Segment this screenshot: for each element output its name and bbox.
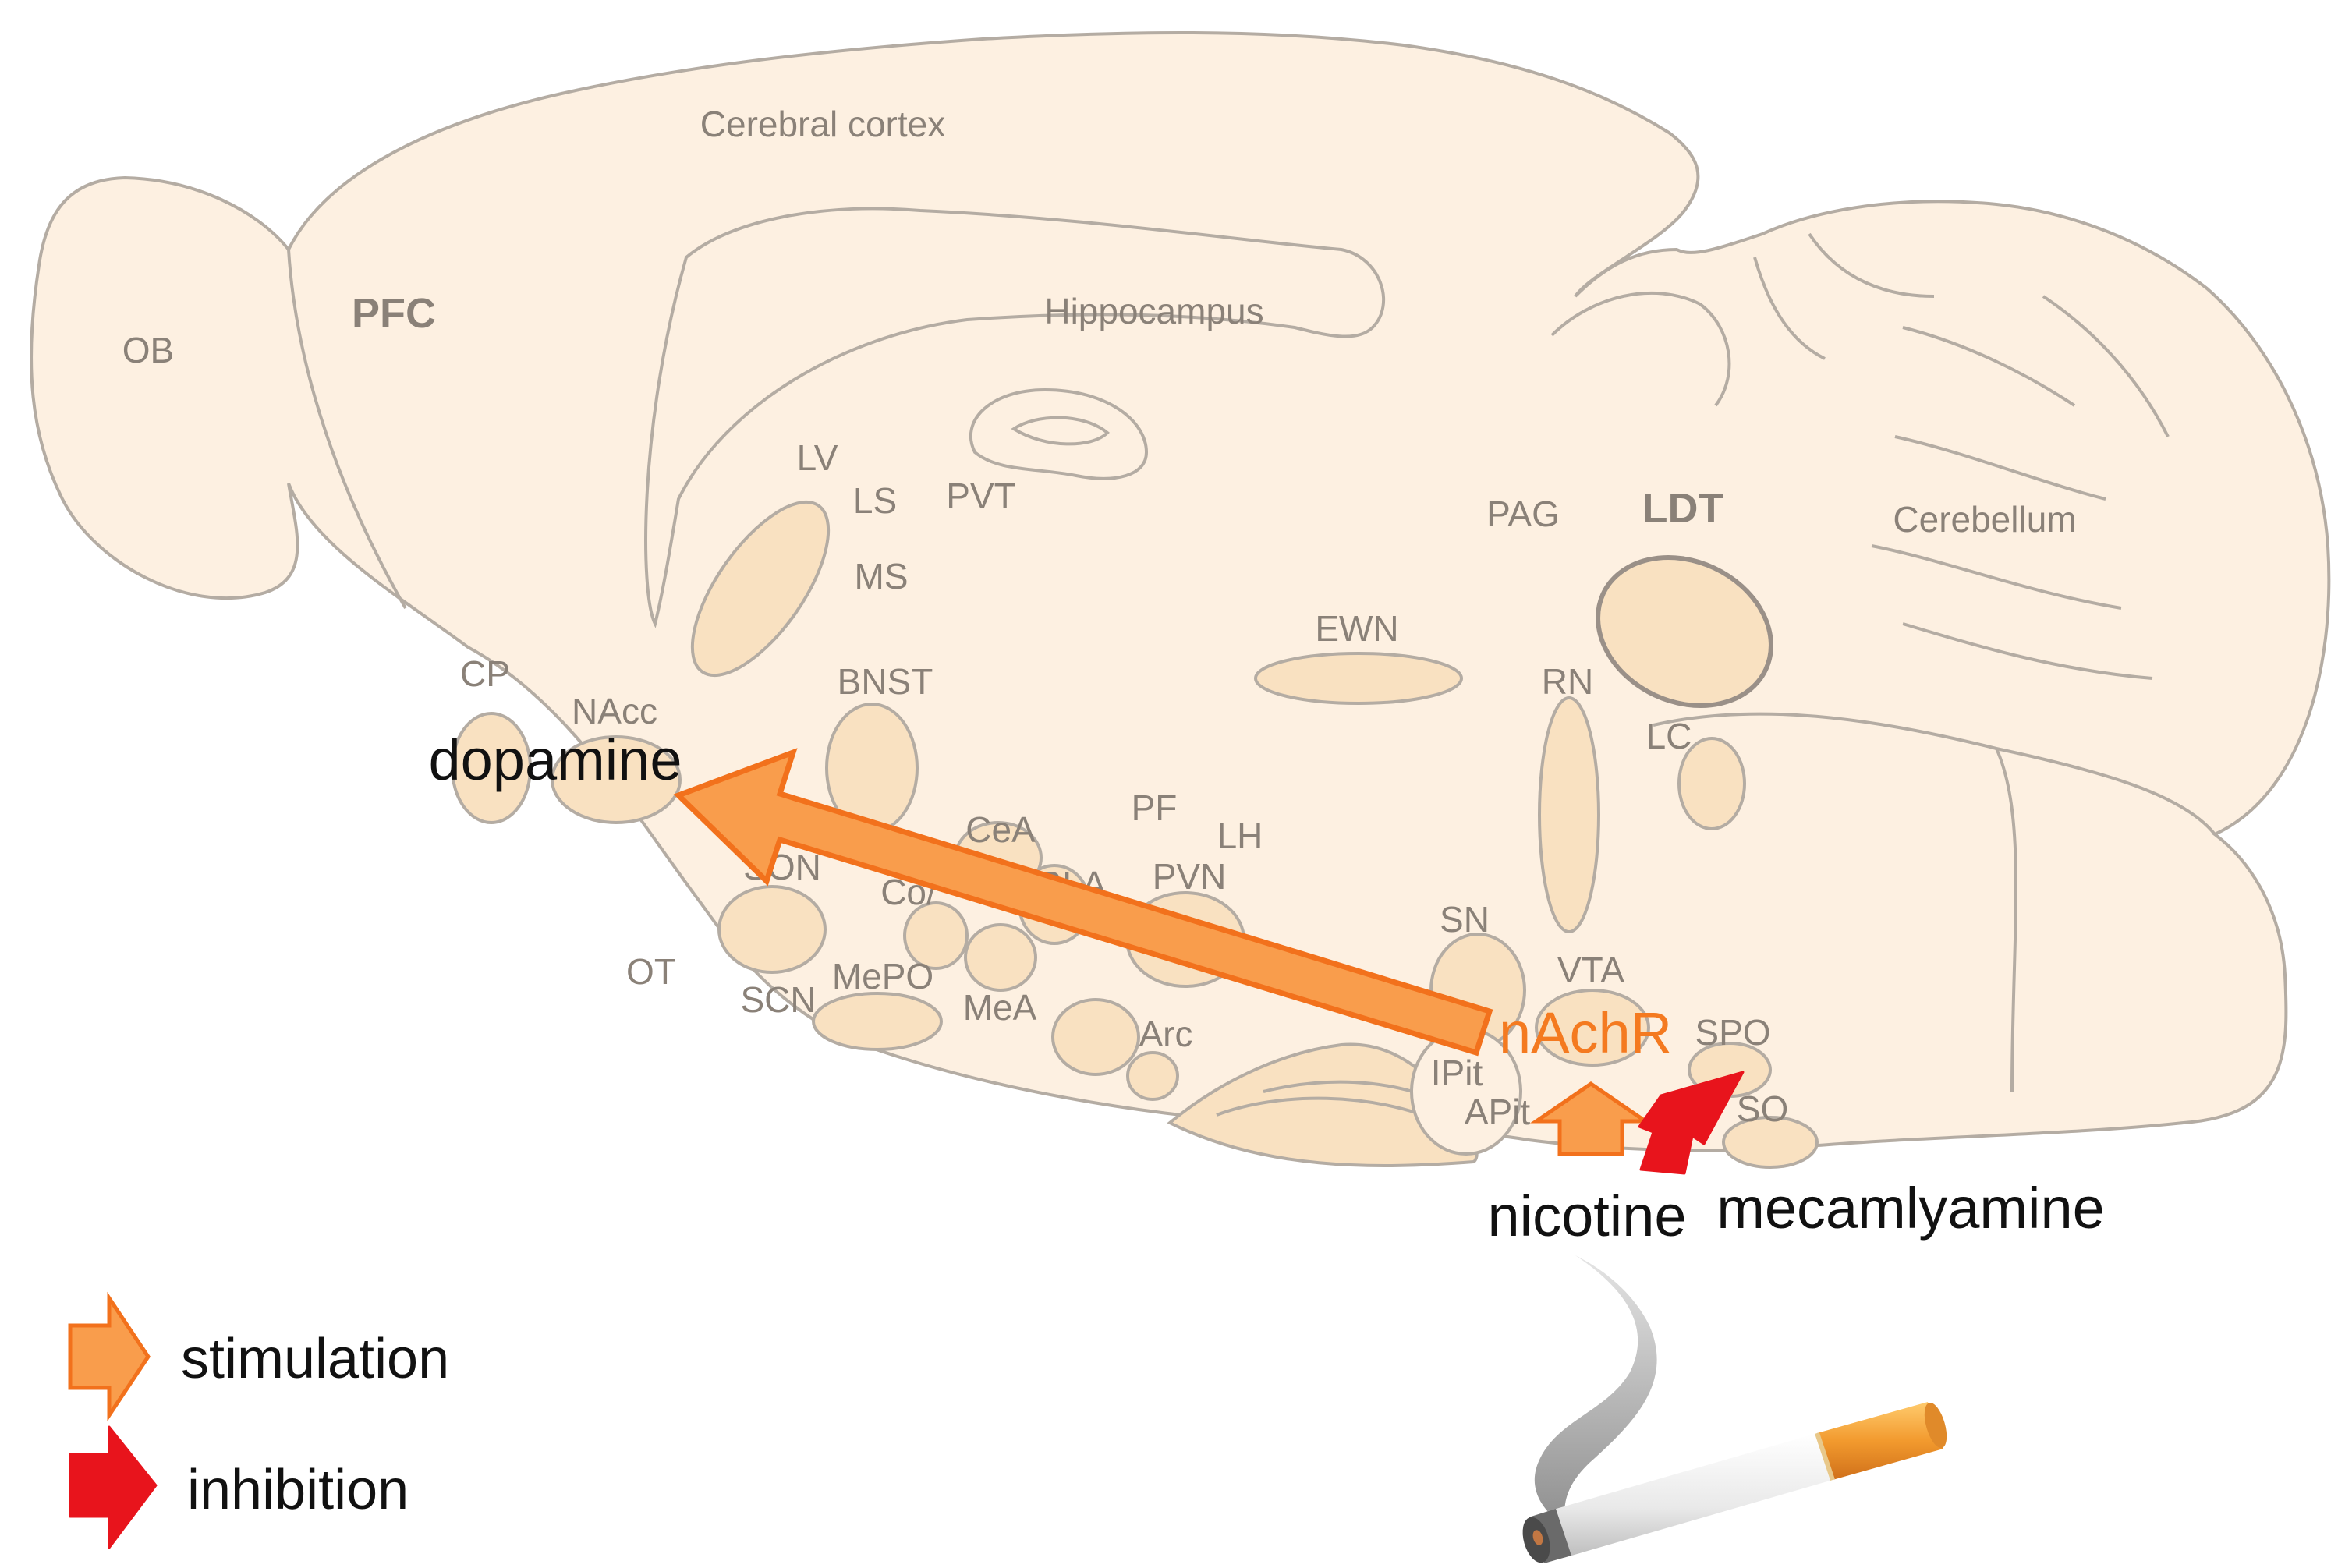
label-ls: LS [853,480,897,521]
label-pvn: PVN [1153,856,1227,897]
label-ot: OT [626,951,676,992]
label-arc: Arc [1139,1014,1193,1054]
nucleus-arc-b [1126,1051,1179,1101]
nucleus-co [903,901,969,970]
label-sn: SN [1440,899,1490,940]
label-pvt: PVT [946,476,1015,516]
brain-outlines [287,207,2216,1092]
legend-stimulation-label: stimulation [181,1328,449,1390]
label-scn: SCN [740,979,816,1020]
legend-stimulation-icon [68,1291,151,1422]
legend-inhibition-label: inhibition [187,1459,409,1521]
cigarette-icon [1522,1402,1947,1563]
mecamlyamine-label: mecamlyamine [1716,1176,2105,1241]
label-lv: LV [797,437,838,478]
label-so: SO [1737,1088,1788,1129]
label-mepo: MePO [832,956,933,996]
label-pfc: PFC [352,290,436,337]
label-vta: VTA [1557,950,1624,990]
label-nacc: NAcc [572,691,657,731]
label-lh: LH [1217,816,1263,856]
mecamlyamine-inhibition-arrow [1638,1071,1745,1175]
nucleus-son [717,885,827,974]
label-ob: OB [122,330,174,370]
nucleus-arc-a [1051,998,1140,1076]
label-cea: CeA [965,809,1036,850]
label-spo: SPO [1695,1012,1770,1053]
nucleus-ewn [1254,652,1463,705]
label-ipit: IPit [1431,1053,1483,1093]
nucleus-ls [690,500,831,678]
dopamine-label: dopamine [428,727,682,792]
nachr-label: nAchR [1499,1000,1672,1065]
label-bnst: BNST [838,661,933,702]
nucleus-scn [812,992,943,1051]
nicotine-label: nicotine [1487,1184,1686,1248]
label-apit: APit [1465,1092,1531,1132]
nucleus-vta [1535,989,1650,1067]
label-ewn: EWN [1315,608,1398,649]
region-labels: Cerebral cortex PFC OB Hippocampus LV LS… [122,104,2077,1132]
label-hippocampus: Hippocampus [1044,291,1263,331]
label-cp: CP [460,653,510,694]
nucleus-rn [1538,696,1600,933]
label-pag: PAG [1486,494,1560,534]
label-rn: RN [1542,661,1593,702]
nucleus-cp [451,712,532,824]
label-ldt: LDT [1642,485,1724,532]
nucleus-lc [1677,737,1746,830]
legend: stimulation inhibition [68,1291,449,1549]
label-pf: PF [1132,788,1178,828]
label-ms: MS [855,556,909,596]
label-mea: MeA [963,987,1037,1028]
nucleus-nacc [551,735,682,824]
nucleus-mea [964,923,1037,992]
nucleus-ldt [1596,555,1773,708]
label-cerebral-cortex: Cerebral cortex [700,104,945,144]
label-lc: LC [1646,716,1692,756]
smoke-icon [1534,1255,1657,1528]
label-cerebellum: Cerebellum [1893,499,2076,540]
nicotine-stimulation-arrow [1529,1081,1653,1156]
dopamine-pathway-arrow [673,748,1493,1057]
legend-inhibition-icon [69,1425,158,1549]
nucleus-so [1722,1116,1819,1169]
